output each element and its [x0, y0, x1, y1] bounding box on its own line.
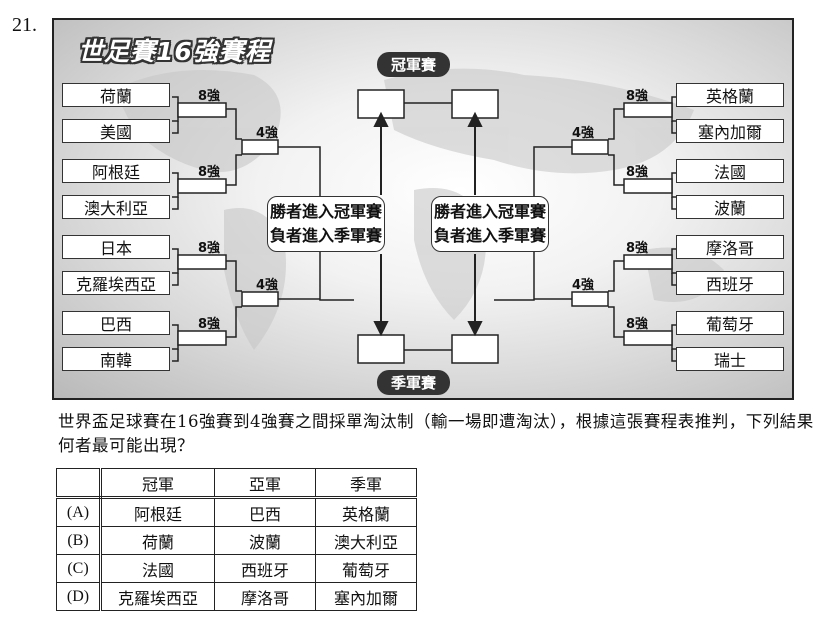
right-round8-label-4: 8強 — [626, 317, 649, 332]
right-note-line-2: 負者進入季軍賽 — [433, 226, 546, 245]
table-cell: 澳大利亞 — [315, 526, 417, 555]
option-cell[interactable]: (C) — [56, 554, 102, 583]
table-cell: 法國 — [100, 554, 215, 583]
header-cell-champion: 冠軍 — [100, 468, 215, 499]
third-place-label: 季軍賽 — [377, 370, 451, 395]
table-row: (A) 阿根廷 巴西 英格蘭 — [56, 497, 417, 527]
table-cell: 西班牙 — [214, 554, 316, 583]
option-cell[interactable]: (B) — [56, 526, 102, 555]
table-row: (D) 克羅埃西亞 摩洛哥 塞內加爾 — [56, 582, 417, 611]
right-team-2: 塞內加爾 — [676, 119, 784, 143]
left-team-1: 荷蘭 — [62, 83, 170, 107]
right-team-4: 波蘭 — [676, 195, 784, 219]
right-round8-label-3: 8強 — [626, 241, 649, 256]
right-team-3: 法國 — [676, 159, 784, 183]
right-team-7: 葡萄牙 — [676, 311, 784, 335]
question-text: 世界盃足球賽在16強賽到4強賽之間採單淘汰制（輸一場即遭淘汰），根據這張賽程表推… — [58, 412, 814, 455]
right-rule-note: 勝者進入冠軍賽 負者進入季軍賽 — [431, 196, 549, 252]
bracket-title: 世足賽16強賽程 — [78, 37, 271, 66]
right-team-6: 西班牙 — [676, 271, 784, 295]
option-cell[interactable]: (A) — [56, 497, 102, 527]
option-cell[interactable]: (D) — [56, 582, 102, 611]
table-cell: 阿根廷 — [100, 497, 215, 527]
left-round8-label-2: 8強 — [198, 165, 221, 180]
question-number: 21. — [12, 14, 37, 36]
header-cell-runner-up: 亞軍 — [214, 468, 316, 499]
table-cell: 克羅埃西亞 — [100, 582, 215, 611]
left-team-4: 澳大利亞 — [62, 195, 170, 219]
right-round4-label-2: 4強 — [572, 278, 595, 293]
table-cell: 英格蘭 — [315, 497, 417, 527]
right-team-5: 摩洛哥 — [676, 235, 784, 259]
left-round4-label-2: 4強 — [256, 278, 279, 293]
left-team-6: 克羅埃西亞 — [62, 271, 170, 295]
table-row: (B) 荷蘭 波蘭 澳大利亞 — [56, 526, 417, 555]
left-round8-label-4: 8強 — [198, 317, 221, 332]
answer-table: 冠軍 亞軍 季軍 (A) 阿根廷 巴西 英格蘭 (B) 荷蘭 波蘭 澳大利亞 (… — [56, 468, 417, 611]
left-round4-label-1: 4強 — [256, 126, 279, 141]
table-cell: 摩洛哥 — [214, 582, 316, 611]
left-round8-label-3: 8強 — [198, 241, 221, 256]
right-round4-label-1: 4強 — [572, 126, 595, 141]
right-round8-label-2: 8強 — [626, 165, 649, 180]
left-note-line-1: 勝者進入冠軍賽 — [269, 202, 382, 221]
table-cell: 塞內加爾 — [315, 582, 417, 611]
left-note-line-2: 負者進入季軍賽 — [269, 226, 382, 245]
right-team-1: 英格蘭 — [676, 83, 784, 107]
table-cell: 葡萄牙 — [315, 554, 417, 583]
left-team-7: 巴西 — [62, 311, 170, 335]
right-team-8: 瑞士 — [676, 347, 784, 371]
left-team-3: 阿根廷 — [62, 159, 170, 183]
table-cell: 巴西 — [214, 497, 316, 527]
header-cell-option — [56, 468, 102, 499]
final-label: 冠軍賽 — [377, 52, 451, 77]
table-header-row: 冠軍 亞軍 季軍 — [56, 468, 417, 499]
table-cell: 荷蘭 — [100, 526, 215, 555]
left-team-8: 南韓 — [62, 347, 170, 371]
left-round8-label-1: 8強 — [198, 89, 221, 104]
header-cell-third: 季軍 — [315, 468, 417, 499]
table-row: (C) 法國 西班牙 葡萄牙 — [56, 554, 417, 583]
right-round8-label-1: 8強 — [626, 89, 649, 104]
left-team-2: 美國 — [62, 119, 170, 143]
left-team-5: 日本 — [62, 235, 170, 259]
left-rule-note: 勝者進入冠軍賽 負者進入季軍賽 — [267, 196, 385, 252]
table-cell: 波蘭 — [214, 526, 316, 555]
right-note-line-1: 勝者進入冠軍賽 — [433, 202, 546, 221]
